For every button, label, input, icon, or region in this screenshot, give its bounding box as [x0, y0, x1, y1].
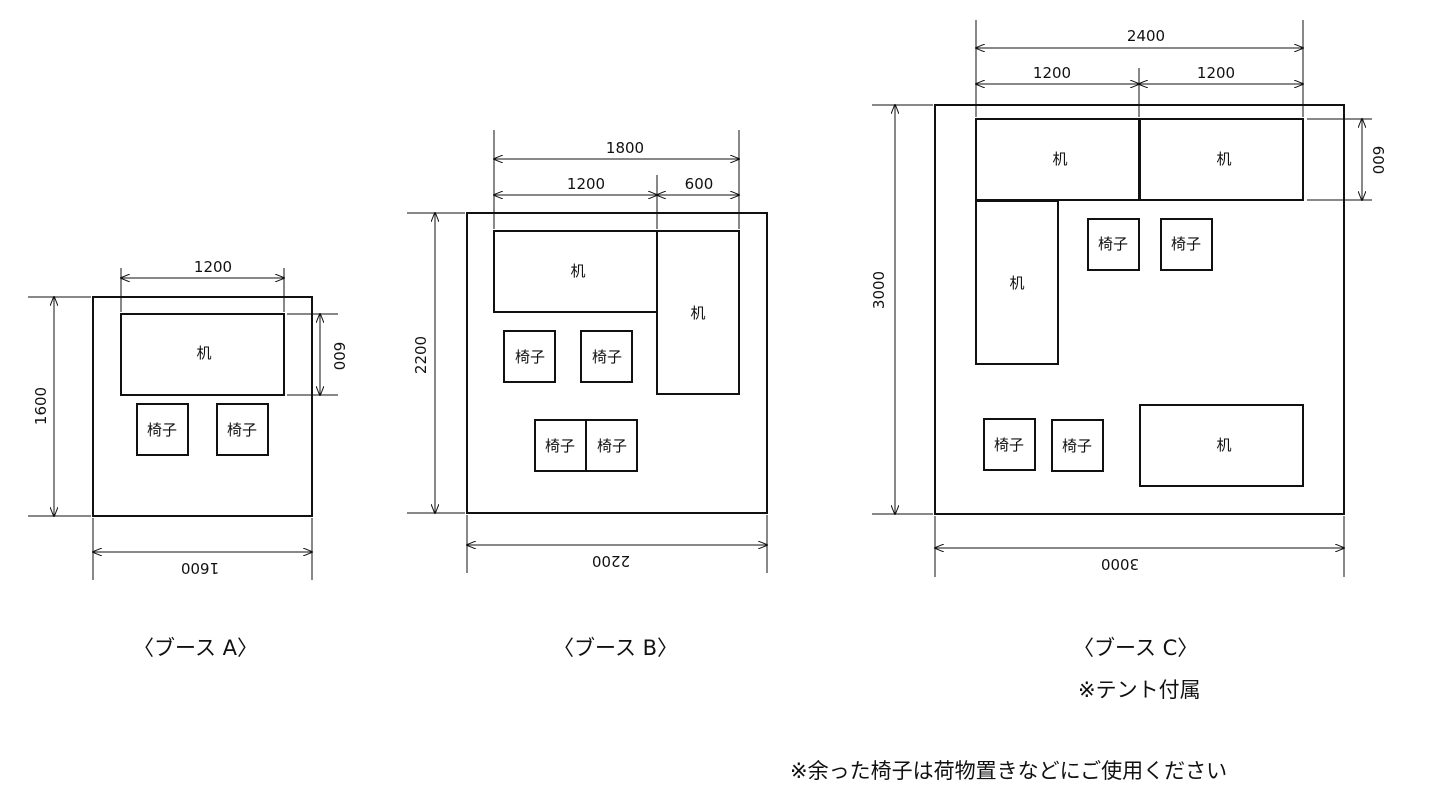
booth-c-desk-1-label: 机 — [1052, 150, 1067, 168]
booth-a-chair-2-label: 椅子 — [227, 421, 257, 439]
booth-c-desk-width-1-label: 1200 — [1033, 64, 1071, 82]
booth-b-desk2-width-label: 600 — [685, 175, 714, 193]
booth-b-chair-3-label: 椅子 — [545, 437, 575, 455]
booth-c-width-label: 3000 — [1101, 555, 1139, 573]
booth-c-desk-2 — [1139, 118, 1304, 201]
booth-b-chair-2-label: 椅子 — [592, 348, 622, 366]
booth-b-chair-1 — [503, 330, 556, 383]
booth-c-chair-4 — [1051, 419, 1104, 472]
booth-a-desk — [120, 313, 285, 396]
booth-b-caption: 〈ブース B〉 — [553, 636, 679, 660]
booth-a-desk-depth-label: 600 — [330, 342, 348, 371]
booth-c-desk-3-label: 机 — [1009, 274, 1024, 292]
booth-b-height-label: 2200 — [412, 336, 430, 374]
booth-c-chair-3 — [983, 418, 1036, 471]
booth-a-chair-1 — [136, 403, 189, 456]
booth-b-total-width-label: 1800 — [606, 139, 644, 157]
booth-c-desk-4 — [1139, 404, 1304, 487]
booth-b-desk-2-label: 机 — [690, 304, 705, 322]
booth-a-chair-1-label: 椅子 — [147, 421, 177, 439]
booth-a: 机 椅子 椅子 1200 600 1600 1600 — [28, 258, 348, 580]
booth-c-desk-width-2-label: 1200 — [1197, 64, 1235, 82]
booth-b-desk-width-label: 1200 — [567, 175, 605, 193]
booth-b-chair-4-label: 椅子 — [597, 437, 627, 455]
booth-c-chair-4-label: 椅子 — [1062, 437, 1092, 455]
booth-c-chair-1 — [1087, 218, 1140, 271]
booth-b-width-label: 2200 — [592, 552, 630, 570]
booth-a-outline — [92, 296, 313, 517]
booth-a-desk-label: 机 — [196, 344, 211, 362]
booth-c-chair-2-label: 椅子 — [1171, 235, 1201, 253]
booth-c-desk-depth-label: 600 — [1369, 146, 1387, 175]
booth-a-caption: 〈ブース A〉 — [133, 636, 258, 660]
booth-c-height-label: 3000 — [870, 271, 888, 309]
booth-c-chair-3-label: 椅子 — [994, 436, 1024, 454]
booth-c-chair-2 — [1160, 218, 1213, 271]
booth-a-height-label: 1600 — [32, 387, 50, 425]
booth-b: 机 机 椅子 椅子 椅子 椅子 1800 1200 600 2200 2200 — [407, 130, 768, 573]
booth-c-total-width-label: 2400 — [1127, 27, 1165, 45]
booth-b-chair-2 — [580, 330, 633, 383]
booth-c-caption: 〈ブース C〉 — [1073, 636, 1199, 660]
booth-b-outline — [466, 212, 768, 514]
booth-a-desk-width-label: 1200 — [194, 258, 232, 276]
booth-c-desk-4-label: 机 — [1216, 436, 1231, 454]
booth-b-desk-1-label: 机 — [570, 262, 585, 280]
booth-b-desk-2 — [656, 230, 740, 395]
footer-note: ※余った椅子は荷物置きなどにご使用ください — [790, 759, 1228, 783]
booth-c-tent-note: ※テント付属 — [1078, 678, 1201, 702]
booth-b-chair-4 — [585, 419, 638, 472]
booth-a-chair-2 — [216, 403, 269, 456]
booth-a-width-label: 1600 — [181, 559, 219, 577]
booth-c-desk-2-label: 机 — [1216, 150, 1231, 168]
booth-c-chair-1-label: 椅子 — [1098, 235, 1128, 253]
booth-c: 机 机 机 机 椅子 椅子 椅子 椅子 2400 1200 1200 600 — [870, 20, 1387, 577]
booth-b-chair-1-label: 椅子 — [515, 348, 545, 366]
booth-c-desk-3 — [975, 200, 1059, 365]
